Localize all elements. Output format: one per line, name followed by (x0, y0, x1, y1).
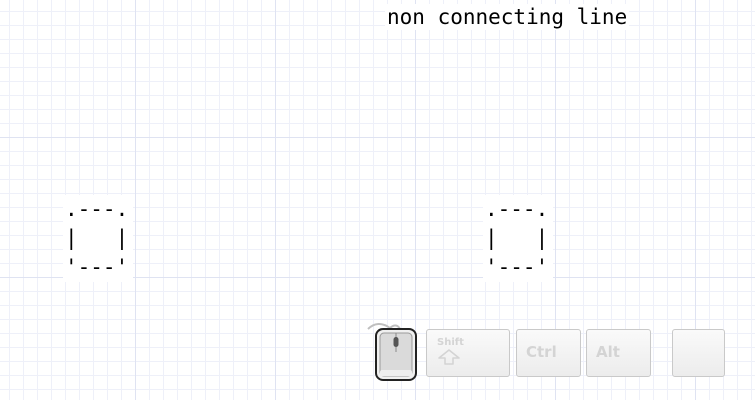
canvas-title: non connecting line (385, 4, 630, 30)
box-side-edges: | | (65, 226, 129, 250)
box-bottom-edge: '---' (485, 255, 549, 279)
shift-key: Shift (426, 329, 510, 377)
shift-key-label: Shift (437, 337, 464, 348)
box-bottom-edge: '---' (65, 255, 129, 279)
box-side-edges: | | (485, 226, 549, 250)
ascii-box-right[interactable]: .---. | | '---' (483, 195, 553, 282)
ctrl-key: Ctrl (516, 329, 581, 377)
ctrl-key-label: Ctrl (526, 343, 557, 361)
shift-arrow-icon (438, 349, 460, 365)
alt-key-label: Alt (596, 343, 620, 361)
box-top-edge: .---. (65, 197, 129, 221)
box-top-edge: .---. (485, 197, 549, 221)
ascii-box-left[interactable]: .---. | | '---' (63, 195, 133, 282)
blank-key (672, 329, 725, 377)
mouse-icon (367, 323, 417, 381)
alt-key: Alt (586, 329, 651, 377)
